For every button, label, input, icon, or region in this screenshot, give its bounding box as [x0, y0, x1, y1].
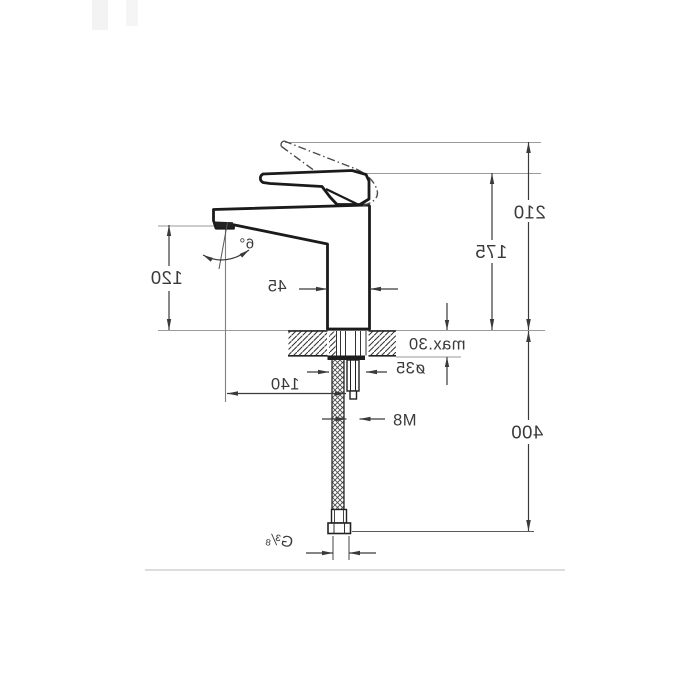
dim-label-45: 45: [267, 278, 286, 296]
dim-label-120: 120: [150, 267, 182, 288]
through-hole-pipes: [336, 331, 367, 356]
counter-section: [288, 330, 396, 360]
hose-ferrule: [330, 508, 348, 524]
braided-hose: [332, 360, 344, 510]
counter-hatch-right: [368, 331, 396, 356]
dim-label-6deg: 6°: [239, 236, 254, 253]
dim-label-m8: M8: [393, 412, 417, 430]
dimension-labels: 210 175 120 400 max.30 ø35 140 M8 45 6°: [150, 202, 545, 552]
dim-label-g38: G³⁄₈: [264, 531, 294, 552]
dim-label-175: 175: [475, 241, 507, 262]
handle: [258, 169, 371, 206]
stud-tip: [349, 390, 358, 400]
aerator: [214, 221, 233, 228]
mounting-washer: [327, 355, 365, 360]
dim-label-dia35: ø35: [396, 360, 426, 378]
page-smudges: [92, 0, 138, 30]
cartridge-seam: [325, 188, 358, 205]
handle-lever: [258, 169, 371, 206]
hose-nut-g38: [327, 522, 352, 535]
counter-hatch-left: [288, 331, 327, 356]
fixing-stud-m8: [346, 359, 360, 392]
dim-label-400: 400: [511, 422, 543, 443]
dim-label-max30: max.30: [408, 336, 465, 354]
shank-section-hatch: [329, 331, 337, 356]
dim-label-140: 140: [270, 376, 299, 394]
arrowheads: [166, 142, 531, 556]
angle-annotation: [202, 222, 250, 270]
spout-body-outline: [212, 203, 371, 331]
faucet-body: [212, 203, 371, 331]
under-counter-assembly: [327, 359, 360, 535]
dim-label-210: 210: [513, 202, 545, 223]
